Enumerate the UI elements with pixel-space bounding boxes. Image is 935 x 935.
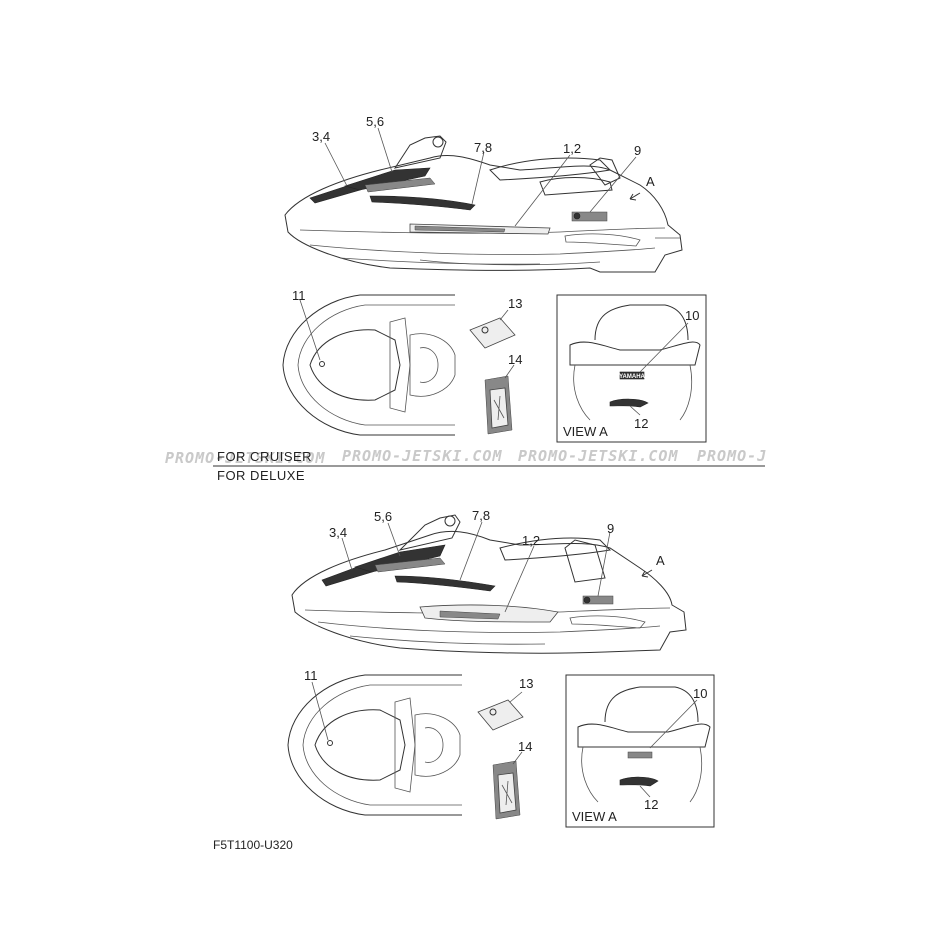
view-a-box: YAMAHA xyxy=(556,294,707,443)
callout-view-a-arrow: A xyxy=(646,174,655,189)
callout-12: 12 xyxy=(644,797,658,812)
leader-lines-side xyxy=(324,127,641,227)
part-13-card xyxy=(477,691,524,731)
view-a-label: VIEW A xyxy=(563,424,608,439)
part-14-manual xyxy=(492,751,523,820)
callout-11: 11 xyxy=(292,288,306,303)
top-view-jetski xyxy=(282,294,456,436)
callout-13: 13 xyxy=(508,296,522,311)
section-cruiser: 3,4 5,6 7,8 1,2 9 A 11 13 xyxy=(282,114,707,443)
section-title-cruiser: FOR CRUISER xyxy=(217,449,312,464)
part-13-card xyxy=(469,309,516,349)
section-deluxe: 3,4 5,6 7,8 1,2 9 A 11 13 14 xyxy=(287,508,715,828)
view-a-box xyxy=(565,674,715,828)
section-title-deluxe: FOR DELUXE xyxy=(217,468,305,483)
callout-5-6: 5,6 xyxy=(374,509,392,524)
view-a-label: VIEW A xyxy=(572,809,617,824)
watermark-row: PROMO-JETSKI.COM PROMO-JETSKI.COM PROMO-… xyxy=(165,447,767,467)
side-view-jetski xyxy=(291,514,687,654)
callout-3-4: 3,4 xyxy=(312,129,330,144)
callout-10: 10 xyxy=(685,308,699,323)
callout-13: 13 xyxy=(519,676,533,691)
part-14-manual xyxy=(484,364,515,435)
drawing-code: F5T1100-U320 xyxy=(213,838,293,852)
callout-1-2: 1,2 xyxy=(563,141,581,156)
callout-12: 12 xyxy=(634,416,648,431)
callout-14: 14 xyxy=(508,352,522,367)
yamaha-decal-text: YAMAHA xyxy=(619,374,645,380)
callout-5-6: 5,6 xyxy=(366,114,384,129)
callout-1-2: 1,2 xyxy=(522,533,540,548)
leader-lines-side xyxy=(341,521,653,613)
watermark-text: PROMO-JETSKI.COM xyxy=(518,447,679,465)
callout-11: 11 xyxy=(304,668,318,683)
top-view-jetski xyxy=(287,674,462,816)
callout-9: 9 xyxy=(634,143,641,158)
watermark-text: PROMO-JETSKI.COM xyxy=(342,447,503,465)
callout-view-a-arrow: A xyxy=(656,553,665,568)
side-view-jetski xyxy=(284,135,683,273)
watermark-text: PROMO-J xyxy=(697,447,767,465)
callout-9: 9 xyxy=(607,521,614,536)
callout-7-8: 7,8 xyxy=(474,140,492,155)
watermark-text: PROMO-JETSKI.COM xyxy=(165,449,326,467)
callout-7-8: 7,8 xyxy=(472,508,490,523)
callout-14: 14 xyxy=(518,739,532,754)
callout-3-4: 3,4 xyxy=(329,525,347,540)
callout-10: 10 xyxy=(693,686,707,701)
